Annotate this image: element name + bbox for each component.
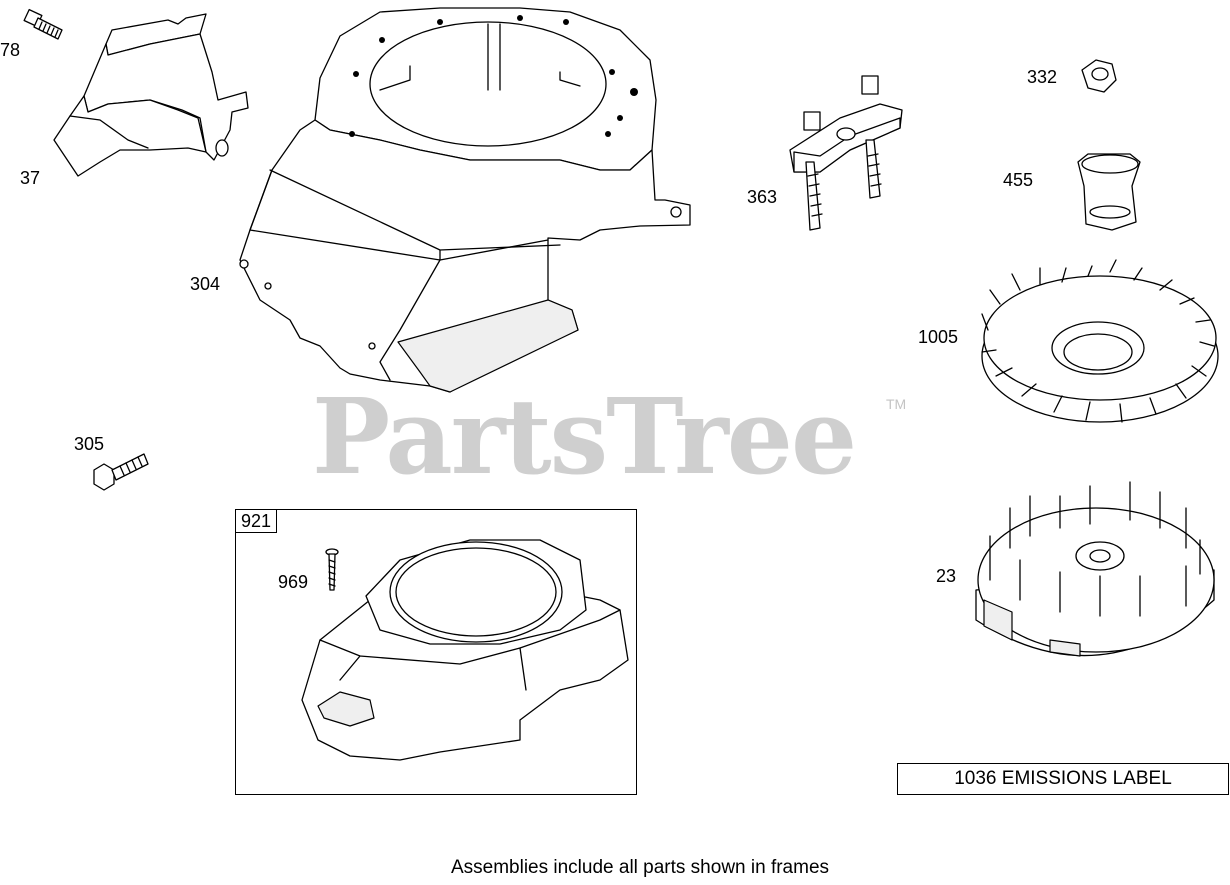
part-23-flywheel-drawing xyxy=(975,481,1215,657)
assembly-frame-921 xyxy=(235,509,637,795)
part-label-37: 37 xyxy=(20,168,41,188)
part-label-23: 23 xyxy=(936,566,957,586)
part-label-1005: 1005 xyxy=(918,327,959,347)
part-332-nut-drawing xyxy=(1081,59,1117,93)
housing-bolt-holes xyxy=(349,15,638,137)
partstree-watermark: PartsTree xyxy=(312,375,857,498)
part-37-air-guide-drawing xyxy=(53,13,249,177)
part-921-housing-assembly-drawing xyxy=(301,539,629,761)
part-label-304: 304 xyxy=(190,274,221,294)
part-304-blower-housing-drawing xyxy=(239,7,691,393)
assembly-frame-tag-921: 921 xyxy=(235,509,278,533)
part-label-305: 305 xyxy=(74,434,105,454)
part-455-clutch-drawing xyxy=(1077,153,1141,231)
trademark-mark: TM xyxy=(886,396,907,412)
part-label-363: 363 xyxy=(747,187,778,207)
part-label-78: 78 xyxy=(0,40,21,60)
part-969-screw-drawing xyxy=(325,548,339,591)
part-78-screw-drawing xyxy=(23,8,63,40)
part-label-455: 455 xyxy=(1003,170,1034,190)
part-label-969: 969 xyxy=(278,572,309,592)
part-305-screw-drawing xyxy=(93,453,149,491)
part-1005-flywheel-drawing xyxy=(981,259,1219,423)
emissions-label-box: 1036 EMISSIONS LABEL xyxy=(897,763,1229,795)
part-363-bracket-drawing xyxy=(789,75,903,231)
part-label-332: 332 xyxy=(1027,67,1058,87)
assemblies-footnote: Assemblies include all parts shown in fr… xyxy=(450,857,830,878)
